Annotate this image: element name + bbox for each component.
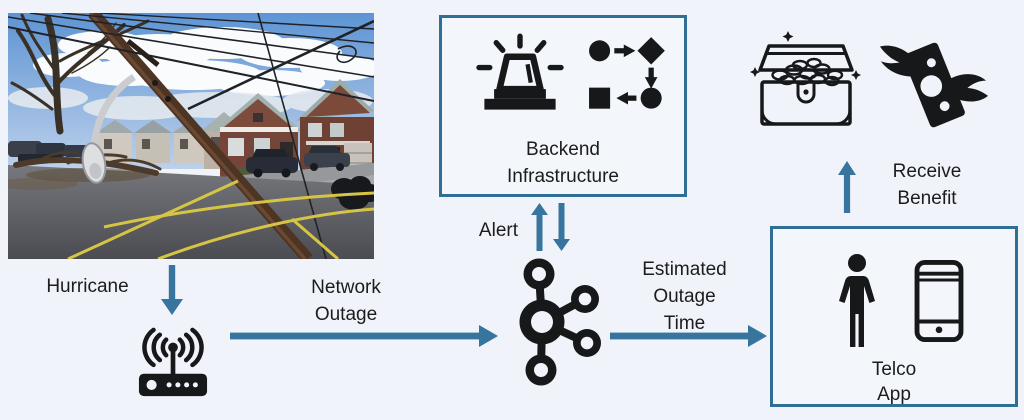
- network-outage-label: Network Outage: [311, 277, 381, 325]
- hurricane-damage-photo: [8, 13, 374, 259]
- up-arrow-icon: [531, 203, 548, 251]
- right-arrow-icon: [230, 325, 498, 347]
- estimated-outage-time-label: Estimated Outage Time: [642, 259, 727, 334]
- up-arrow-icon: [838, 161, 856, 213]
- treasure-chest-icon: [750, 31, 861, 126]
- siren-icon: [476, 33, 564, 110]
- hurricane-label: Hurricane: [46, 276, 129, 297]
- down-arrow-icon: [161, 265, 183, 315]
- wifi-router-icon: [138, 327, 208, 397]
- down-arrow-icon: [553, 203, 570, 251]
- flying-money-icon: [879, 42, 989, 128]
- smartphone-icon: [914, 259, 964, 343]
- person-icon: [839, 254, 875, 347]
- kafka-broker-icon: [519, 258, 601, 386]
- backend-infrastructure-label: Backend Infrastructure: [507, 139, 619, 187]
- receive-benefit-label: Receive Benefit: [892, 161, 962, 209]
- telco-app-box: Telco App: [770, 226, 1018, 407]
- workflow-icon: [589, 37, 665, 109]
- alert-label: Alert: [478, 220, 518, 241]
- right-arrow-icon: [610, 325, 767, 347]
- telco-app-label: Telco App: [871, 359, 917, 405]
- backend-infrastructure-box: Backend Infrastructure: [439, 15, 687, 197]
